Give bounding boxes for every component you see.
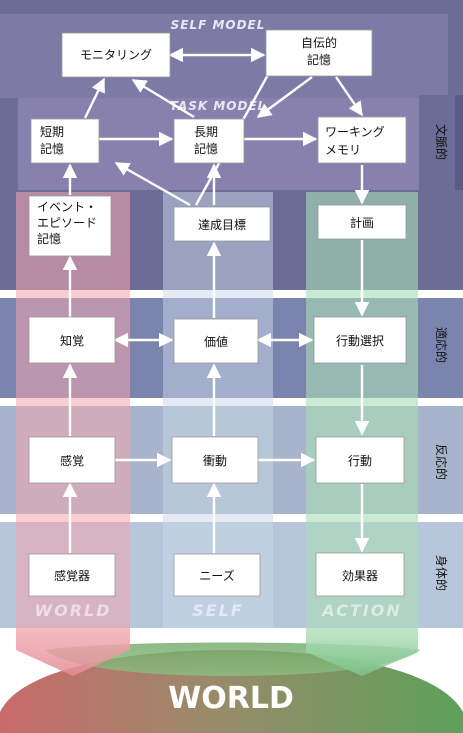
node-impulse: 衝動 <box>171 436 259 484</box>
node-label: 効果器 <box>342 568 378 583</box>
node-label-line: 記憶 <box>307 52 331 67</box>
node-label: 衝動 <box>203 454 227 468</box>
self-column-label: SELF <box>192 601 244 620</box>
node-label-line: 短期 <box>40 125 64 139</box>
task-model-label: TASK MODEL <box>170 99 267 113</box>
node-label: 感覚 <box>60 453 84 468</box>
side-label-adaptive: 適応的 <box>434 327 449 363</box>
node-effector: 効果器 <box>315 552 405 597</box>
side-tab-contextual <box>419 95 455 190</box>
node-label: 知覚 <box>60 334 84 348</box>
node-plan: 計画 <box>317 204 407 240</box>
node-short-term-memory: 短期 記憶 <box>30 118 100 164</box>
arrow-autobio-to-long <box>256 76 313 118</box>
node-label: 行動選択 <box>336 334 384 348</box>
world-column-label: WORLD <box>34 601 111 620</box>
node-label: 達成目標 <box>198 218 246 232</box>
world-ellipse <box>0 650 463 733</box>
node-label-line: ワーキング <box>325 125 385 139</box>
self-model-label: SELF MODEL <box>171 18 266 32</box>
node-needs: ニーズ <box>173 553 261 597</box>
node-value: 価値 <box>173 318 259 364</box>
arrow-autobio-to-working <box>335 76 363 117</box>
node-perception: 知覚 <box>28 316 116 364</box>
node-sensation: 感覚 <box>28 436 116 484</box>
side-tab-edge <box>455 95 463 190</box>
node-label: 行動 <box>348 454 372 468</box>
node-label-line: メモリ <box>325 143 361 157</box>
action-column-label: ACTION <box>320 601 402 620</box>
node-event-episode-memory: イベント・ エピソード 記憶 <box>28 195 112 257</box>
node-label-line: 長期 <box>194 125 218 139</box>
side-label-physical: 身体的 <box>434 555 449 591</box>
node-label: 計画 <box>350 215 374 230</box>
node-label-line: 記憶 <box>40 141 64 156</box>
side-label-reactive: 反応的 <box>434 444 449 480</box>
action-column-arrow <box>306 628 418 676</box>
side-label-contextual: 文脈的 <box>434 124 449 160</box>
node-label: ニーズ <box>199 568 234 583</box>
arrow-short-to-monitoring <box>83 77 106 119</box>
node-label: 感覚器 <box>54 568 90 583</box>
node-label-line: 記憶 <box>37 231 61 246</box>
node-label-line: 記憶 <box>194 141 218 156</box>
node-label-line: イベント・ <box>37 200 97 214</box>
node-label-line: エピソード <box>37 216 97 230</box>
world-title: WORLD <box>168 681 294 716</box>
node-label: 価値 <box>204 334 228 349</box>
node-goal: 達成目標 <box>173 206 271 242</box>
node-sensor: 感覚器 <box>28 553 116 597</box>
node-monitoring: モニタリング <box>61 32 171 78</box>
world-column-arrow <box>16 628 130 676</box>
nodes: モニタリング 自伝的 記憶 短期 記憶 長期 記憶 ワーキング メモリ イベント… <box>28 29 407 597</box>
node-label-line: 自伝的 <box>301 35 337 50</box>
arrow-goal-to-short <box>114 161 191 207</box>
node-label: モニタリング <box>80 48 152 62</box>
node-working-memory: ワーキング メモリ <box>317 116 407 164</box>
world-ground: WORLD <box>0 628 463 733</box>
node-behavior: 行動 <box>315 436 405 484</box>
node-action-selection: 行動選択 <box>313 316 407 364</box>
node-autobiographical-memory: 自伝的 記憶 <box>265 29 373 77</box>
arrow-long-to-monitoring <box>131 78 195 119</box>
node-long-term-memory: 長期 記憶 <box>173 118 245 164</box>
